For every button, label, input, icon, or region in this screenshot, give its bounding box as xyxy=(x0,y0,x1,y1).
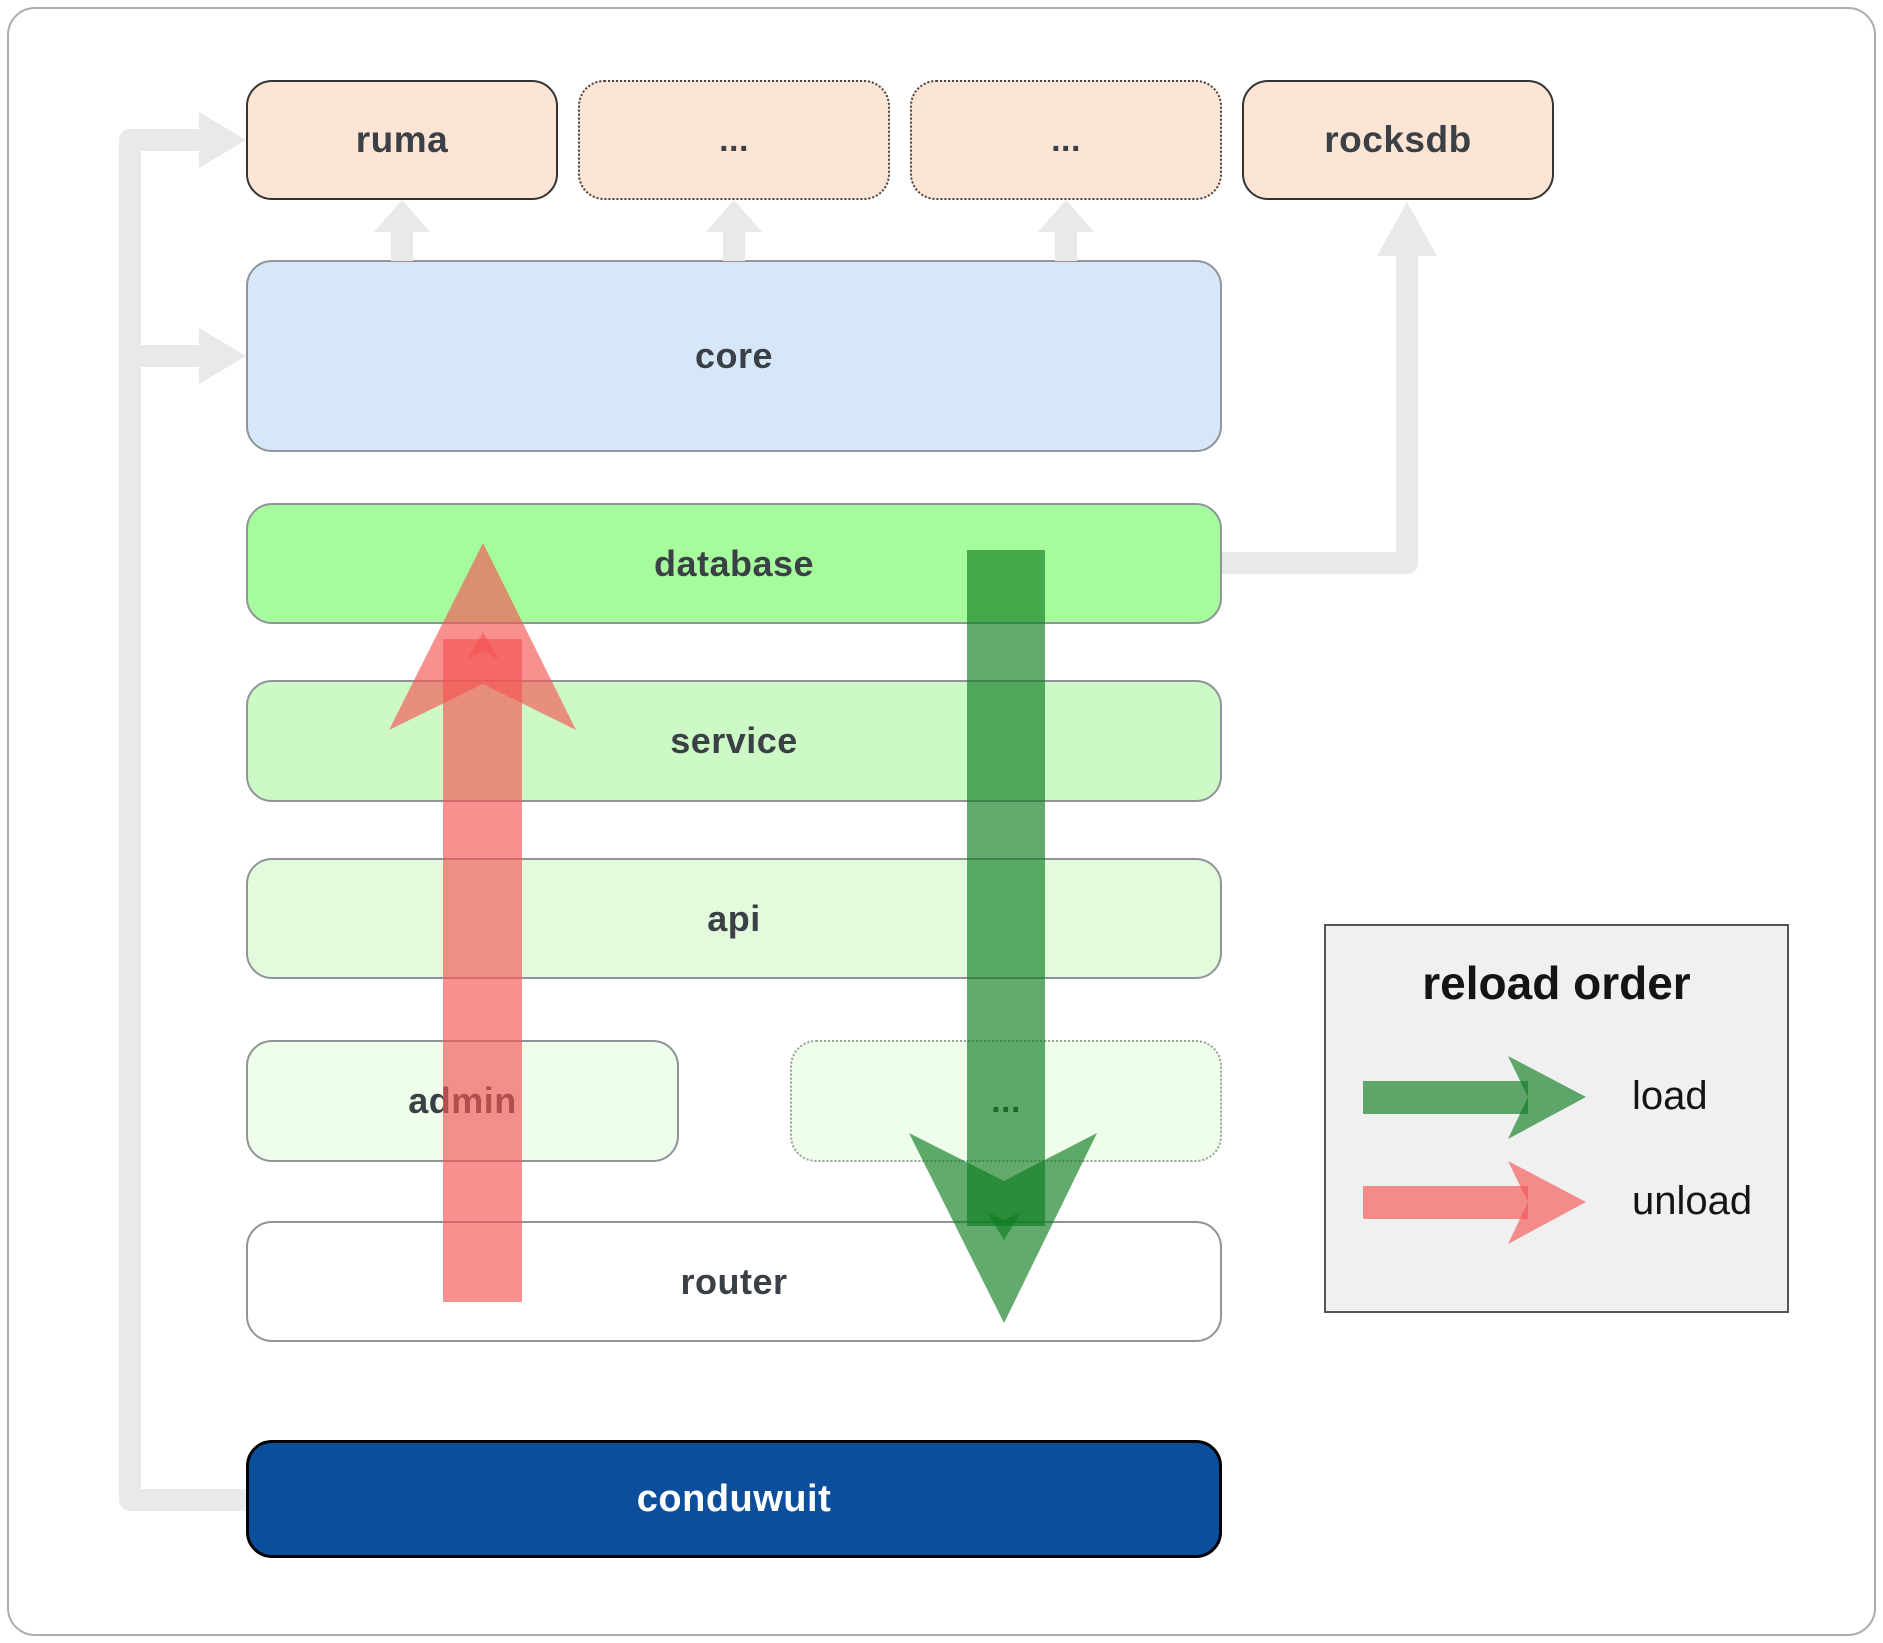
node-router-label: router xyxy=(680,1260,788,1302)
legend-box: reload order load unload xyxy=(1324,924,1789,1313)
node-ellipsis-1-label: ... xyxy=(719,120,749,159)
node-database: database xyxy=(246,503,1222,624)
node-conduwuit-label: conduwuit xyxy=(636,1477,832,1520)
node-conduwuit: conduwuit xyxy=(246,1440,1222,1558)
node-ruma-label: ruma xyxy=(355,119,449,160)
outer-frame xyxy=(7,7,1876,1636)
node-core-label: core xyxy=(694,335,774,376)
node-core: core xyxy=(246,260,1222,452)
legend-unload-label: unload xyxy=(1632,1179,1753,1223)
node-api-label: api xyxy=(707,897,761,939)
node-admin-ellipsis: ... xyxy=(790,1040,1222,1162)
legend-title: reload order xyxy=(1422,957,1691,1009)
node-router: router xyxy=(246,1221,1222,1342)
node-admin-label: admin xyxy=(408,1080,517,1121)
node-admin: admin xyxy=(246,1040,679,1162)
node-service-label: service xyxy=(670,720,798,761)
node-database-label: database xyxy=(653,542,815,584)
node-rocksdb: rocksdb xyxy=(1242,80,1554,200)
node-ruma: ruma xyxy=(246,80,558,200)
node-api: api xyxy=(246,858,1222,979)
node-rocksdb-label: rocksdb xyxy=(1324,119,1472,160)
node-service: service xyxy=(246,680,1222,802)
node-ellipsis-2-label: ... xyxy=(1051,120,1081,159)
node-admin-ellipsis-label: ... xyxy=(991,1081,1021,1120)
node-ellipsis-2: ... xyxy=(910,80,1222,200)
node-ellipsis-1: ... xyxy=(578,80,890,200)
legend-load-label: load xyxy=(1632,1074,1708,1118)
